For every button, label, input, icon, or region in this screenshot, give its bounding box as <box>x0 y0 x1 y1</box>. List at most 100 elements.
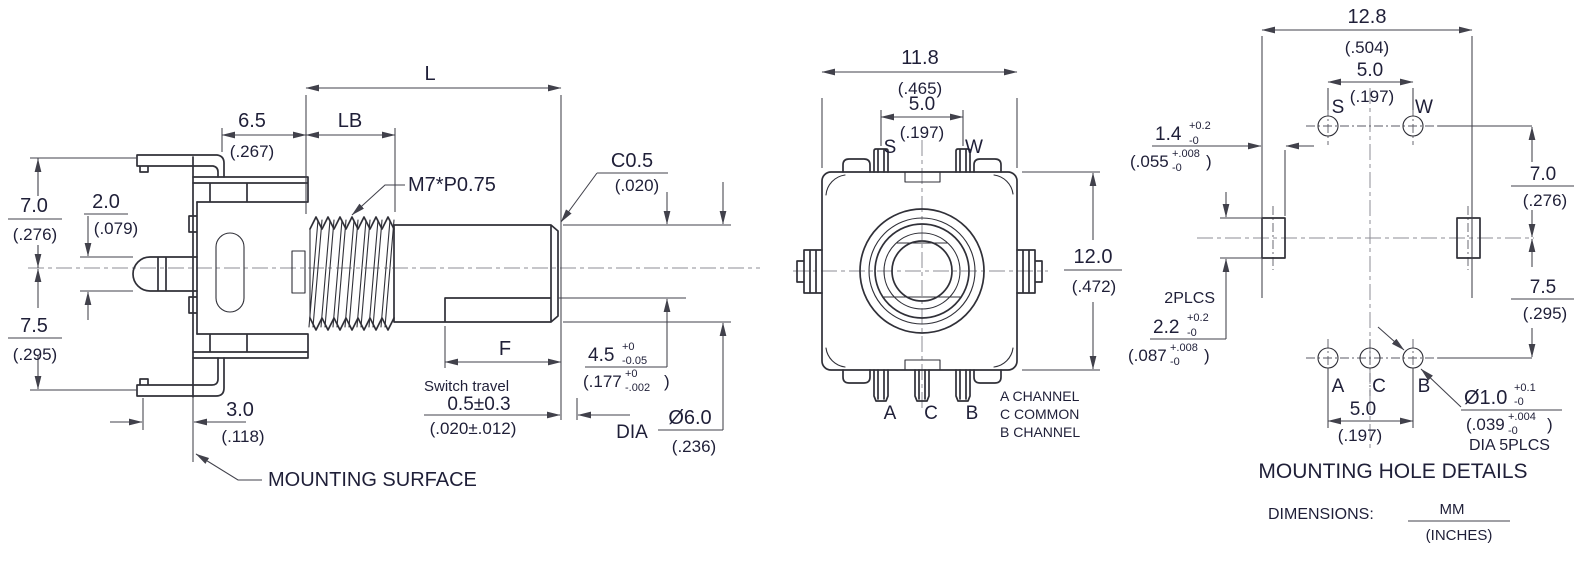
flat-depth-in-open: (.177 <box>583 372 622 391</box>
slot-width-mm-plus: +0.2 <box>1189 120 1211 132</box>
hole-row-axes <box>1306 125 1438 359</box>
holes-width-in: (.504) <box>1345 38 1389 57</box>
ext-lines-118 <box>821 98 1018 168</box>
ab-span-in: (.197) <box>1338 426 1382 445</box>
top-mounting-tab <box>136 154 225 178</box>
slot-height-in-close: ) <box>1204 346 1210 365</box>
upper-offset-in: (.276) <box>1523 191 1567 210</box>
dim-lower-height-in: (.295) <box>13 345 57 364</box>
shaft-dia-in: (.236) <box>672 437 716 456</box>
legend-c-common: C COMMON <box>1000 406 1079 422</box>
dim-terminal-mm: 2.0 <box>92 191 120 213</box>
front-height-in: (.472) <box>1072 277 1116 296</box>
pin-w-label: W <box>965 137 983 158</box>
hole-row-extensions <box>1438 125 1532 359</box>
slot-width-in-close: ) <box>1206 152 1212 171</box>
hole-b-label: B <box>1418 376 1431 397</box>
hole-dia-in-open: (.039 <box>1466 415 1505 434</box>
front-body-corner-reliefs <box>825 174 1014 368</box>
sw-span-mm: 5.0 <box>1357 60 1383 81</box>
pin-s-shape <box>873 148 889 173</box>
leader-mounting-surface <box>195 453 262 481</box>
slot-height-in-plus: +.008 <box>1170 342 1198 354</box>
pin-c-label: C <box>924 403 938 424</box>
bushing-flange-circle <box>859 208 985 334</box>
top-corner-wings <box>842 158 1002 173</box>
legend-b-channel: B CHANNEL <box>1000 424 1080 440</box>
hole-dia-mm-plus: +0.1 <box>1514 382 1536 394</box>
bushing-circle-2 <box>868 217 976 325</box>
pin-span-in: (.197) <box>900 123 944 142</box>
flat-depth-mm: 4.5 <box>588 345 614 366</box>
flat-depth-in-close: ) <box>664 372 670 391</box>
leader-hole-dia-lower <box>1420 368 1462 408</box>
hole-cross-ticks <box>1272 107 1469 396</box>
front-view: 11.8 (.465) 5.0 (.197) S W 12.0 (.472) A… <box>793 47 1122 440</box>
front-height-mm: 12.0 <box>1074 246 1113 268</box>
pin-b-label: B <box>966 403 979 424</box>
units-inches: (INCHES) <box>1426 527 1493 544</box>
thread-crest-top <box>309 216 395 230</box>
body-slot <box>215 232 245 313</box>
switch-travel-in: (.020±.012) <box>430 419 517 438</box>
ext-lines-128 <box>1261 36 1473 298</box>
hole-dia-note: DIA 5PLCS <box>1469 437 1550 454</box>
hole-w-label: W <box>1415 97 1433 118</box>
slot-right <box>1456 217 1481 259</box>
dim-upper-height-in: (.276) <box>13 225 57 244</box>
pin-w-shape <box>955 148 971 173</box>
leader-thread-spec <box>351 184 405 216</box>
ab-span-mm: 5.0 <box>1350 399 1376 420</box>
left-side-tab <box>796 249 823 294</box>
front-width-mm: 11.8 <box>901 47 938 69</box>
dim-bushing-length: LB <box>338 110 362 132</box>
terminal-pin <box>132 256 198 292</box>
slot-height-mm-plus: +0.2 <box>1187 312 1209 324</box>
dim-flat-length: F <box>499 338 511 360</box>
hole-dia-in-minus: -0 <box>1508 425 1518 437</box>
pin-s-label: S <box>884 137 897 158</box>
slot-plcs-label: 2PLCS <box>1164 290 1215 307</box>
slot-height-mm-minus: -0 <box>1187 327 1197 339</box>
dimensions-label: DIMENSIONS: <box>1268 506 1374 523</box>
switch-travel-label: Switch travel <box>424 378 509 395</box>
body-back-edge <box>188 201 198 335</box>
ext-lines-20 <box>80 256 133 292</box>
shaft-flat-chords <box>882 242 962 298</box>
lower-offset-in: (.295) <box>1523 304 1567 323</box>
dim-tab-offset-mm: 3.0 <box>226 399 254 421</box>
ext-lines-L <box>305 95 562 420</box>
pin-span-mm: 5.0 <box>909 94 935 115</box>
mounting-hole-details-title: MOUNTING HOLE DETAILS <box>1258 460 1527 483</box>
leader-hole-dia-upper <box>1377 326 1405 351</box>
dim-shaft-length: L <box>424 63 435 85</box>
chamfer-mm: C0.5 <box>611 150 653 172</box>
thread-crest-bottom <box>309 317 395 331</box>
flat-depth-in-plus: +0 <box>625 368 638 380</box>
slot-width-mm: 1.4 <box>1155 124 1182 145</box>
legend-a-channel: A CHANNEL <box>1000 388 1080 404</box>
slot-width-lines <box>1152 145 1286 216</box>
flat-depth-mm-plus: +0 <box>622 341 635 353</box>
hole-c <box>1359 347 1381 369</box>
hole-s <box>1317 115 1339 137</box>
bushing-thread-circle <box>874 223 970 319</box>
units-mm: MM <box>1440 501 1465 518</box>
side-view: L 6.5 (.267) LB M7*P0.75 C0.5 (.020) 7.0… <box>8 63 760 491</box>
dim-lower-height-mm: 7.5 <box>20 315 48 337</box>
flat-depth-mm-minus: -0.05 <box>622 355 647 367</box>
sw-span-in: (.197) <box>1350 87 1394 106</box>
pin-a-label: A <box>884 403 897 424</box>
dim-tab-offset-in: (.118) <box>221 427 264 446</box>
dim-body-depth-in: (.267) <box>230 142 274 161</box>
thread-spec-label: M7*P0.75 <box>408 174 496 196</box>
bottom-corner-wings <box>842 369 1002 384</box>
shaft-dia-mm: Ø6.0 <box>668 407 711 429</box>
dia-label: DIA <box>616 422 648 443</box>
bottom-plate <box>192 333 309 359</box>
mounting-hole-view: 12.8 (.504) 5.0 (.197) S W 1.4 +0.2 -0 (… <box>1128 6 1574 483</box>
hole-dia-in-plus: +.004 <box>1508 411 1536 423</box>
hole-dia-mm-minus: -0 <box>1514 396 1524 408</box>
slot-height-mm: 2.2 <box>1153 317 1179 338</box>
